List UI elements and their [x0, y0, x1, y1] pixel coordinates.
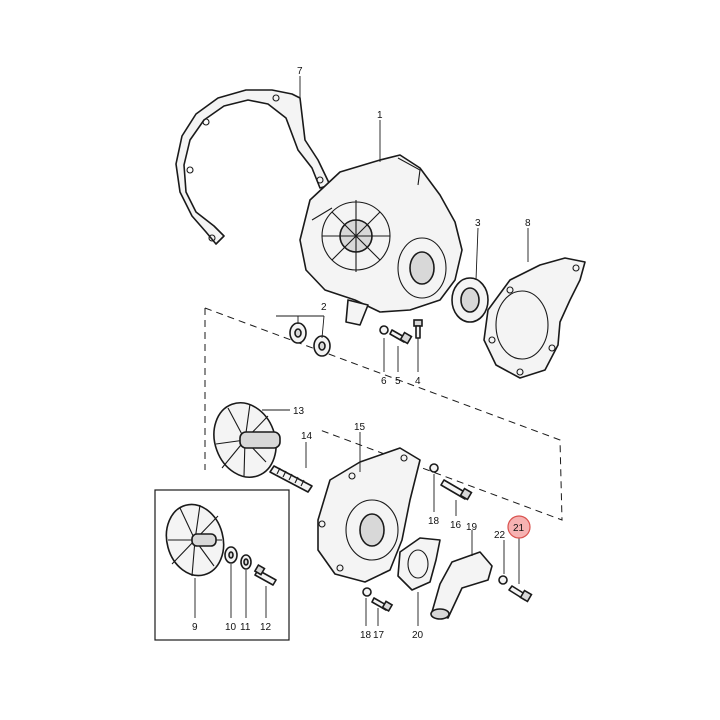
callout-12[interactable]: 12 — [260, 622, 272, 633]
bolt-4[interactable] — [413, 319, 423, 339]
callout-20[interactable]: 20 — [412, 630, 424, 641]
callout-18-upper[interactable]: 18 — [428, 516, 440, 527]
washers-2[interactable] — [289, 322, 331, 357]
housing-1[interactable] — [299, 154, 463, 326]
callout-8[interactable]: 8 — [525, 218, 531, 229]
washer-18-lower[interactable] — [362, 587, 372, 597]
washer-10[interactable] — [224, 546, 238, 564]
callout-13[interactable]: 13 — [293, 406, 305, 417]
outlet-19[interactable] — [430, 551, 493, 620]
gasket-20[interactable] — [397, 537, 441, 591]
callout-11[interactable]: 11 — [240, 622, 251, 633]
callout-6[interactable]: 6 — [381, 376, 387, 387]
callout-17[interactable]: 17 — [373, 630, 385, 641]
callout-18-lower[interactable]: 18 — [360, 630, 372, 641]
callout-16[interactable]: 16 — [450, 520, 462, 531]
gasket-8[interactable] — [483, 257, 586, 379]
pump-cover-15[interactable] — [317, 447, 421, 583]
callout-15[interactable]: 15 — [354, 422, 366, 433]
callout-10[interactable]: 10 — [225, 622, 237, 633]
alternate-parts-box — [154, 489, 290, 641]
bolt-12[interactable] — [253, 563, 277, 586]
callout-3[interactable]: 3 — [475, 218, 481, 229]
seal-3[interactable] — [451, 277, 489, 323]
callout-9[interactable]: 9 — [192, 622, 198, 633]
bolt-17[interactable] — [371, 597, 394, 613]
assembly-dashed-outline — [204, 307, 563, 521]
gasket-7[interactable] — [175, 89, 331, 245]
callout-4[interactable]: 4 — [415, 376, 421, 387]
callout-22[interactable]: 22 — [494, 530, 506, 541]
washer-22[interactable] — [498, 575, 508, 585]
callout-7[interactable]: 7 — [297, 66, 303, 77]
impeller-13[interactable] — [204, 394, 286, 486]
washer-6[interactable] — [379, 325, 389, 335]
washer-18-upper[interactable] — [429, 463, 439, 473]
impeller-9[interactable] — [159, 498, 232, 582]
callout-2[interactable]: 2 — [321, 302, 327, 313]
callout-labels: 7 1 3 8 2 6 5 4 13 14 15 18 16 19 22 21 … — [192, 66, 531, 641]
callout-5[interactable]: 5 — [395, 376, 401, 387]
callout-21[interactable]: 21 — [513, 523, 525, 534]
callout-19[interactable]: 19 — [466, 522, 478, 533]
washer-11[interactable] — [240, 554, 252, 570]
bolt-21[interactable] — [508, 585, 533, 603]
leader-lines — [194, 76, 529, 626]
bolt-14[interactable] — [269, 465, 313, 493]
callout-14[interactable]: 14 — [301, 431, 313, 442]
callout-1[interactable]: 1 — [377, 110, 383, 121]
bolt-16[interactable] — [440, 479, 473, 501]
highlight-marker-21 — [507, 515, 531, 539]
bolt-5[interactable] — [389, 329, 413, 345]
